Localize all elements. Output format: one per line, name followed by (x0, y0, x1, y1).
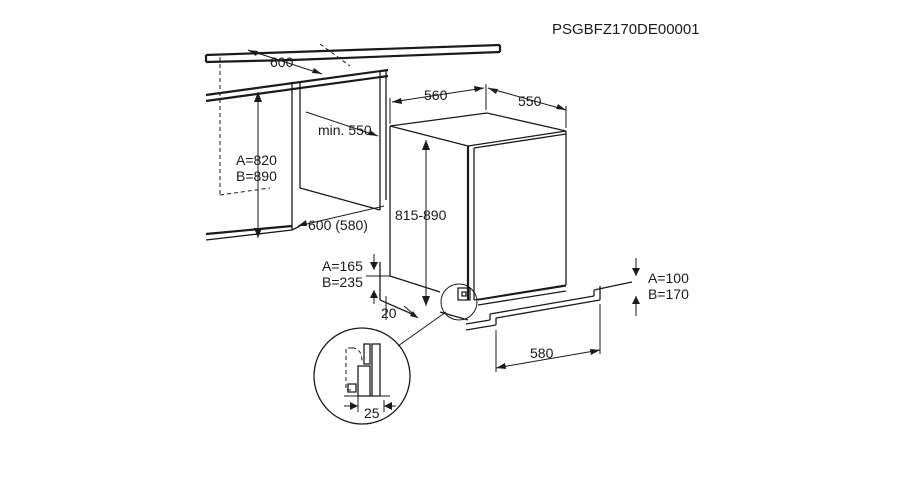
product-code: PSGBFZ170DE00001 (552, 21, 700, 38)
label-plinth-left-b: B=235 (322, 274, 363, 290)
label-door-offset: 20 (381, 305, 397, 321)
label-niche-width: 600 (270, 54, 294, 70)
dim-plinth-left (366, 254, 390, 304)
label-niche-opening-depth: 600 (580) (308, 217, 368, 233)
dim-niche-depth-min (305, 111, 379, 137)
label-appliance-height: 815-890 (395, 207, 447, 223)
label-niche-depth-min: min. 550 (318, 122, 372, 138)
label-appliance-depth: 560 (424, 87, 448, 103)
dim-niche-opening-depth (297, 205, 385, 227)
dim-niche-height (254, 92, 262, 238)
label-plinth-left-a: A=165 (322, 258, 363, 274)
detail-magnifier (313, 311, 447, 425)
dim-appliance-width (487, 87, 567, 128)
niche-outline (204, 43, 502, 241)
dim-plinth-right (632, 258, 640, 316)
label-plinth-right-a: A=100 (648, 270, 689, 286)
label-plinth-right-b: B=170 (648, 286, 689, 302)
dim-appliance-height (422, 140, 430, 306)
label-appliance-width: 550 (518, 93, 542, 109)
label-plinth-width: 580 (530, 345, 554, 361)
label-niche-height-b: B=890 (236, 168, 277, 184)
label-detail-gap: 25 (364, 405, 380, 421)
label-niche-height-a: A=820 (236, 152, 277, 168)
dim-niche-width (247, 49, 323, 75)
dim-plinth-width (495, 304, 601, 372)
dim-door-offset (385, 296, 419, 320)
dim-appliance-depth (389, 84, 487, 124)
plinth-panel (465, 281, 633, 331)
